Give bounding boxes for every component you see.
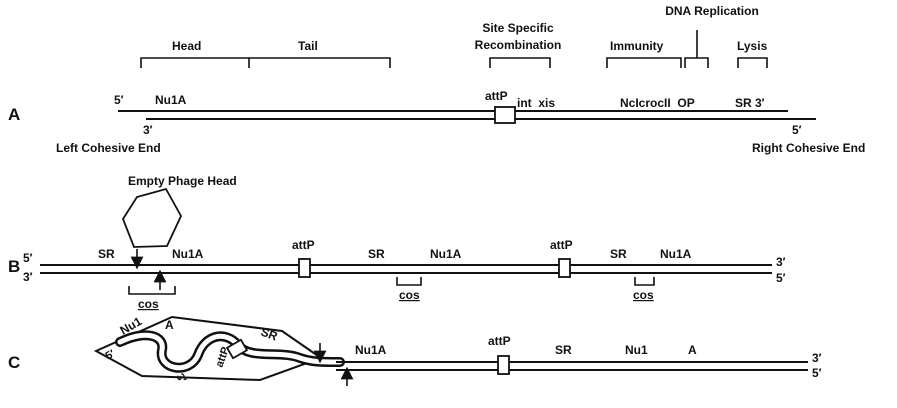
c-3prime-right: 3′ [812,351,822,365]
recombination-label-1: Site Specific [482,21,554,35]
attp-site-b1 [299,259,310,277]
cos-bracket-3 [635,277,654,285]
b-nu1a-label-3: Nu1A [660,247,692,261]
dna-replication-bracket [685,30,708,68]
c-5prime-right: 5′ [812,366,822,380]
a-attp-label: attP [485,89,508,103]
c-attp-label-inner: attP [214,345,232,369]
a-immunity-genes-label: NcIcrocII OP [620,96,695,110]
a-3prime-left: 3′ [143,123,153,137]
head-bracket [141,58,249,68]
c-a-label-outer: A [688,343,697,357]
b-5prime-right: 5′ [776,271,786,285]
panel-b: B Empty Phage Head 5′ 3′ 3′ 5′ SR Nu1A a… [8,174,786,311]
b-5prime-left: 5′ [23,251,33,265]
c-nu1-label-outer: Nu1 [625,343,648,357]
panel-a: A Head Tail Site Specific Recombination … [8,4,865,155]
dna-replication-label: DNA Replication [665,4,759,18]
recombination-label-2: Recombination [475,38,562,52]
left-cohesive-end-label: Left Cohesive End [56,141,161,155]
b-sr-label-3: SR [610,247,627,261]
right-cohesive-end-label: Right Cohesive End [752,141,865,155]
cos-label-1: cos [138,297,159,311]
b-nu1a-label-1: Nu1A [172,247,204,261]
c-5prime-inner: 5′ [104,348,118,363]
c-nu1a-label: Nu1A [355,343,387,357]
b-3prime-left: 3′ [23,270,33,284]
lysis-label: Lysis [737,39,768,53]
immunity-label: Immunity [610,39,664,53]
cos-label-3: cos [633,288,654,302]
c-sr-label: SR [555,343,572,357]
b-sr-label-1: SR [98,247,115,261]
panel-c: C 5′ Nu1 A 3′ attP SR Nu1A attP SR Nu1 A… [8,314,822,386]
panel-letter-a: A [8,105,20,124]
empty-phage-head-label: Empty Phage Head [128,174,237,188]
c-attp-label: attP [488,334,511,348]
a-5prime-right: 5′ [792,123,802,137]
tail-label: Tail [298,39,318,53]
attp-site-b2 [559,259,570,277]
a-int-xis-label: int xis [517,96,555,110]
b-attp-label-1: attP [292,238,315,252]
a-5prime-left: 5′ [114,93,124,107]
c-3prime-inner: 3′ [173,372,188,386]
b-nu1a-label-2: Nu1A [430,247,462,261]
attp-site-a [495,107,515,123]
tail-bracket [249,58,390,68]
lysis-bracket [738,58,767,68]
a-sr3-label: SR 3′ [735,96,765,110]
cos-bracket-1 [129,286,175,294]
panel-letter-c: C [8,353,20,372]
a-nu1a-label: Nu1A [155,93,187,107]
immunity-bracket [607,58,681,68]
head-label: Head [172,39,201,53]
cos-label-2: cos [399,288,420,302]
c-a-label-inner: A [165,318,174,332]
empty-phage-head [123,189,181,247]
b-sr-label-2: SR [368,247,385,261]
b-3prime-right: 3′ [776,255,786,269]
panel-letter-b: B [8,257,20,276]
attp-site-c [498,356,509,374]
c-sr-label-inner: SR [259,325,280,344]
cos-bracket-2 [397,277,421,285]
recombination-bracket [490,58,550,68]
b-attp-label-2: attP [550,238,573,252]
